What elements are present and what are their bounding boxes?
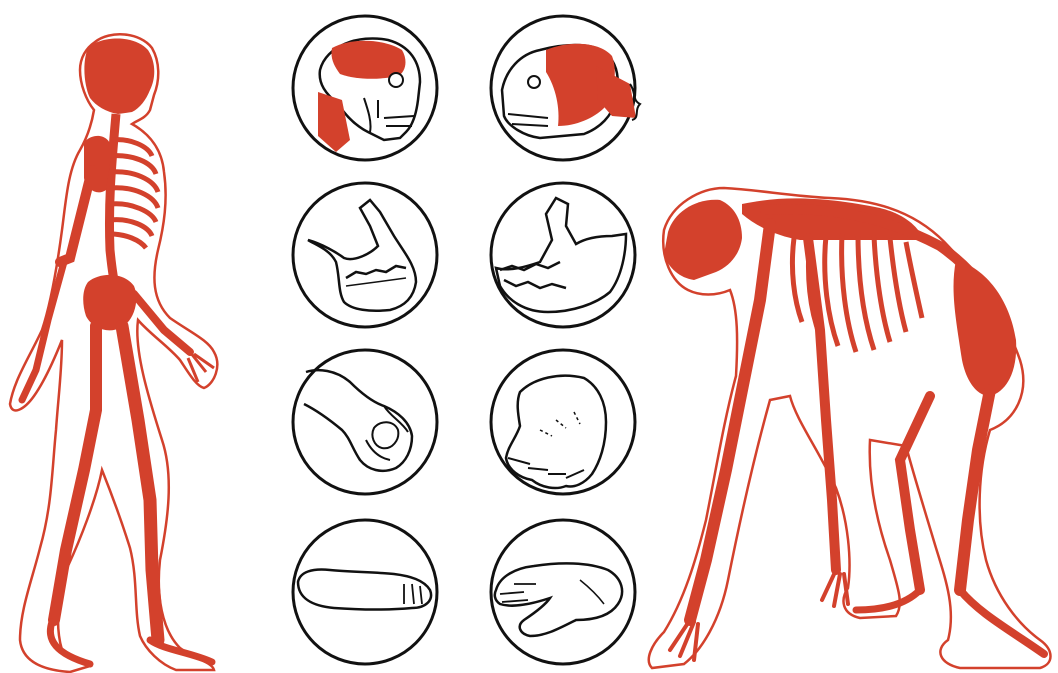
ape-jaw-icon <box>491 183 635 327</box>
ape-hand-icon <box>491 350 635 494</box>
human-foot-icon <box>293 520 437 664</box>
human-jaw-icon <box>293 183 437 327</box>
human-hand-icon <box>293 350 437 494</box>
ape-foot-icon <box>491 520 635 664</box>
human-skull-icon <box>293 16 437 160</box>
ape-skull-icon <box>491 16 640 160</box>
